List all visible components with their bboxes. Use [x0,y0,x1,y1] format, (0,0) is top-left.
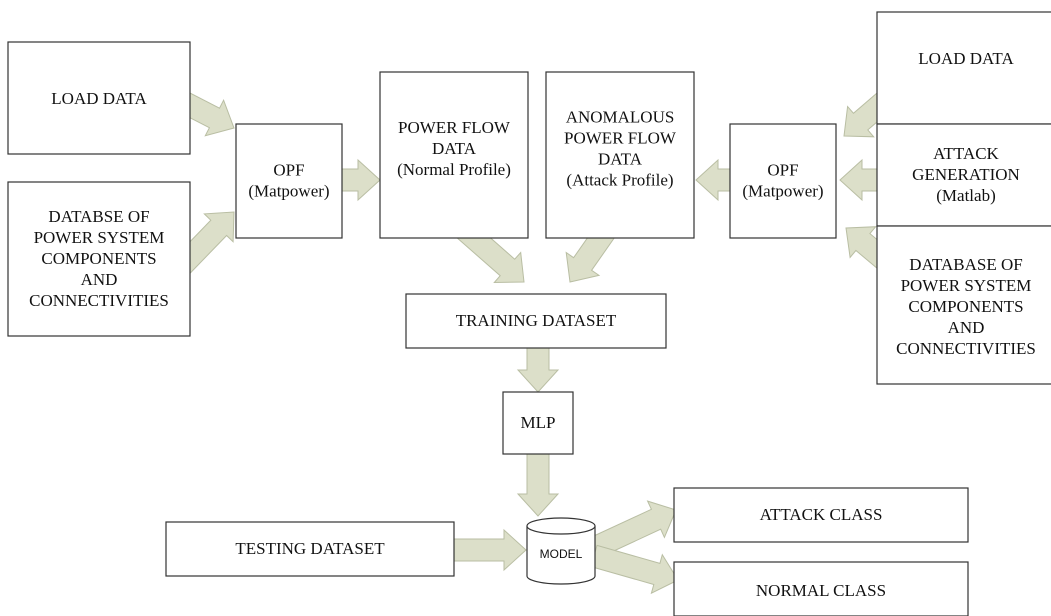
training-dataset-label: TRAINING DATASET [456,311,617,330]
arrow-model-to-normal [590,544,679,595]
label-line: (Attack Profile) [566,170,673,189]
normal-class-label: NORMAL CLASS [756,581,886,600]
anomalous-power-flow-box: ANOMALOUS POWER FLOW DATA (Attack Profile) [545,71,695,239]
label-line: DATA [432,139,477,158]
label-line: POWER FLOW [398,118,511,137]
attack-class-label: ATTACK CLASS [760,505,883,524]
arrow-mlp-to-model [516,453,560,517]
label-line: AND [948,318,985,337]
database-right-label: DATABASE OF POWER SYSTEM COMPONENTS AND CONN… [896,255,1036,358]
label-line: COMPONENTS [41,249,156,268]
model-cylinder: MODEL [526,517,596,585]
attack-generation-label: ATTACK GENERATION (Matlab) [912,144,1020,205]
mlp-label: MLP [521,413,556,432]
label-line: TRAINING DATASET [456,311,617,330]
label-line: COMPONENTS [908,297,1023,316]
database-left-box: DATABSE OF POWER SYSTEM COMPONENTS AND CONNE… [7,181,191,337]
label-line: POWER FLOW [564,128,677,147]
label-line: LOAD DATA [51,89,147,108]
arrow-opf-right-to-anomalous [695,158,731,202]
label-line: NORMAL CLASS [756,581,886,600]
label-line: AND [81,270,118,289]
mlp-box: MLP [502,391,574,455]
label-line: ANOMALOUS [566,107,675,126]
label-line: MODEL [540,547,583,561]
power-flow-normal-box: POWER FLOW DATA (Normal Profile) [379,71,529,239]
attack-class-box: ATTACK CLASS [673,487,969,543]
arrow-testing-to-model [453,528,527,572]
arrow-opf-left-to-normal [341,158,381,202]
label-line: ATTACK [933,144,999,163]
label-line: DATABSE OF [48,207,149,226]
load-data-right-label: LOAD DATA [918,49,1014,68]
testing-dataset-label: TESTING DATASET [235,539,385,558]
opf-left-label: OPF (Matpower) [248,160,329,200]
model-label: MODEL [540,547,583,561]
label-line: POWER SYSTEM [34,228,165,247]
label-line: OPF [767,160,798,179]
label-line: (Normal Profile) [397,160,511,179]
opf-left-box: OPF (Matpower) [235,123,343,239]
label-line: OPF [273,160,304,179]
normal-class-box: NORMAL CLASS [673,561,969,616]
load-data-right-box: LOAD DATA [876,11,1051,125]
label-line: CONNECTIVITIES [29,291,169,310]
attack-generation-box: ATTACK GENERATION (Matlab) [876,123,1051,227]
database-right-box: DATABASE OF POWER SYSTEM COMPONENTS AND CONN… [876,225,1051,385]
opf-right-box: OPF (Matpower) [729,123,837,239]
anomalous-power-flow-label: ANOMALOUS POWER FLOW DATA (Attack Profile) [564,107,677,189]
load-data-left-label: LOAD DATA [51,89,147,108]
label-line: (Matpower) [248,181,329,200]
label-line: POWER SYSTEM [901,276,1032,295]
label-line: GENERATION [912,165,1020,184]
opf-right-label: OPF (Matpower) [742,160,823,200]
label-line: CONNECTIVITIES [896,339,1036,358]
label-line: LOAD DATA [918,49,1014,68]
label-line: ATTACK CLASS [760,505,883,524]
label-line: (Matlab) [936,186,995,205]
training-dataset-box: TRAINING DATASET [405,293,667,349]
label-line: TESTING DATASET [235,539,385,558]
testing-dataset-box: TESTING DATASET [165,521,455,577]
label-line: DATA [598,149,643,168]
label-line: DATABASE OF [909,255,1022,274]
arrow-training-to-mlp [516,347,560,393]
database-left-label: DATABSE OF POWER SYSTEM COMPONENTS AND CONNE… [29,207,169,310]
power-flow-normal-label: POWER FLOW DATA (Normal Profile) [397,118,511,179]
arrow-model-to-attack [588,500,677,559]
load-data-left-box: LOAD DATA [7,41,191,155]
label-line: MLP [521,413,556,432]
label-line: (Matpower) [742,181,823,200]
